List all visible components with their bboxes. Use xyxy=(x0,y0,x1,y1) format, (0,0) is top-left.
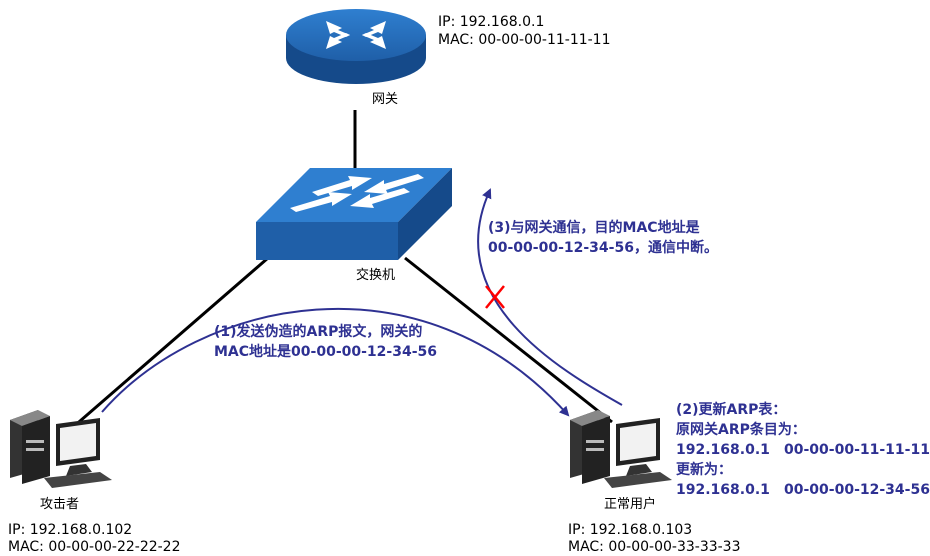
step1-annotation: (1)发送伪造的ARP报文，网关的 MAC地址是00-00-00-12-34-5… xyxy=(214,322,437,362)
step1-line2: MAC地址是00-00-00-12-34-56 xyxy=(214,344,437,360)
step3-line2: 00-00-00-12-34-56，通信中断。 xyxy=(488,240,718,256)
switch-label: 交换机 xyxy=(356,268,396,283)
step2-line4: 更新为： xyxy=(676,462,732,478)
arrow-step1 xyxy=(101,308,570,417)
user-ip: IP: 192.168.0.103 xyxy=(568,522,693,538)
step2-new-entry: 192.168.0.1 00-00-00-12-34-56 xyxy=(676,480,930,500)
gateway-mac: MAC: 00-00-00-11-11-11 xyxy=(438,32,611,48)
step2-new-ip: 192.168.0.1 xyxy=(676,482,770,498)
step2-new-mac: 00-00-00-12-34-56 xyxy=(784,482,930,498)
arrow-step3 xyxy=(477,188,623,406)
switch-icon xyxy=(256,168,452,260)
link-switch-user xyxy=(404,256,613,424)
step2-old-ip: 192.168.0.1 xyxy=(676,442,770,458)
step2-line1: (2)更新ARP表： xyxy=(676,402,787,418)
blocked-cross-icon xyxy=(485,285,505,309)
step3-annotation: (3)与网关通信，目的MAC地址是 00-00-00-12-34-56，通信中断… xyxy=(488,218,718,258)
step3-line1: (3)与网关通信，目的MAC地址是 xyxy=(488,220,700,236)
user-pc-icon xyxy=(570,410,672,488)
user-label: 正常用户 xyxy=(604,497,657,512)
attacker-mac: MAC: 00-00-00-22-22-22 xyxy=(8,539,181,555)
attacker-pc-icon xyxy=(10,410,112,488)
router-icon xyxy=(286,9,426,84)
step2-old-entry: 192.168.0.1 00-00-00-11-11-11 xyxy=(676,440,930,460)
step2-annotation: (2)更新ARP表： 原网关ARP条目为： 192.168.0.1 00-00-0… xyxy=(676,400,930,500)
step2-old-mac: 00-00-00-11-11-11 xyxy=(784,442,930,458)
step2-line2: 原网关ARP条目为： xyxy=(676,422,806,438)
link-switch-attacker xyxy=(71,256,269,430)
attacker-ip: IP: 192.168.0.102 xyxy=(8,522,133,538)
gateway-ip: IP: 192.168.0.1 xyxy=(438,14,545,30)
gateway-label: 网关 xyxy=(372,92,399,107)
attacker-label: 攻击者 xyxy=(40,497,80,512)
step1-line1: (1)发送伪造的ARP报文，网关的 xyxy=(214,324,423,340)
user-mac: MAC: 00-00-00-33-33-33 xyxy=(568,539,741,555)
